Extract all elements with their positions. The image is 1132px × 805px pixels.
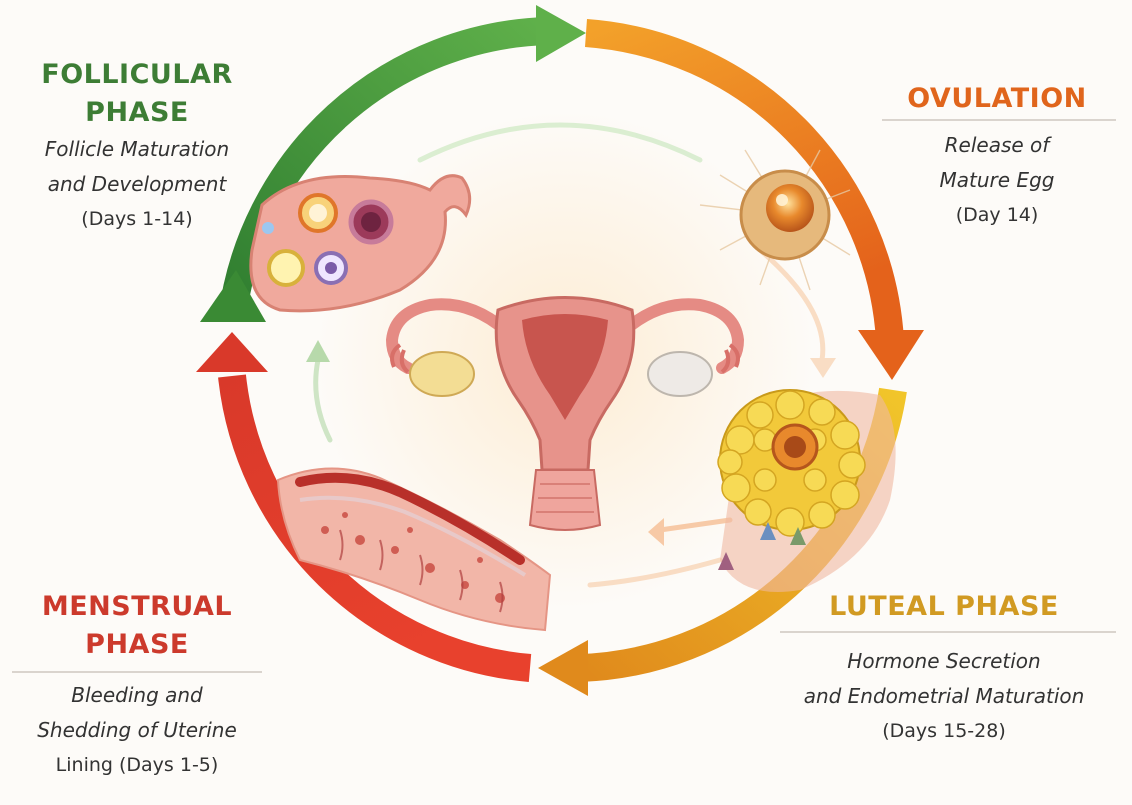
menstrual-desc-line3: Lining (Days 1-5) — [6, 748, 268, 783]
menstrual-title-line1: MENSTRUAL — [6, 588, 268, 626]
luteal-phase-label: LUTEAL PHASE Hormone Secretion and Endom… — [762, 588, 1126, 749]
ovulation-title: OVULATION — [868, 80, 1126, 118]
follicular-days: (Days 1-14) — [6, 202, 268, 237]
ovulation-desc-line1: Release of — [868, 128, 1126, 163]
follicular-phase-label: FOLLICULAR PHASE Follicle Maturation and… — [6, 56, 268, 237]
ovulation-days: (Day 14) — [868, 198, 1126, 233]
luteal-desc-line1: Hormone Secretion — [762, 644, 1126, 679]
menstrual-desc-line1: Bleeding and — [6, 678, 268, 713]
menstrual-title-line2: PHASE — [6, 626, 268, 664]
menstrual-phase-label: MENSTRUAL PHASE Bleeding and Shedding of… — [6, 588, 268, 783]
ovulation-desc-line2: Mature Egg — [868, 163, 1126, 198]
follicular-desc-line1: Follicle Maturation — [6, 132, 268, 167]
luteal-desc-line2: and Endometrial Maturation — [762, 679, 1126, 714]
follicular-desc-line2: and Development — [6, 167, 268, 202]
corpus-luteum-icon — [718, 390, 896, 592]
menstrual-desc-line2: Shedding of Uterine — [6, 713, 268, 748]
luteal-title: LUTEAL PHASE — [762, 588, 1126, 626]
follicular-title-line1: FOLLICULAR — [6, 56, 268, 94]
ovulation-label: OVULATION Release of Mature Egg (Day 14) — [868, 80, 1126, 233]
follicular-title-line2: PHASE — [6, 94, 268, 132]
luteal-days: (Days 15-28) — [762, 714, 1126, 749]
